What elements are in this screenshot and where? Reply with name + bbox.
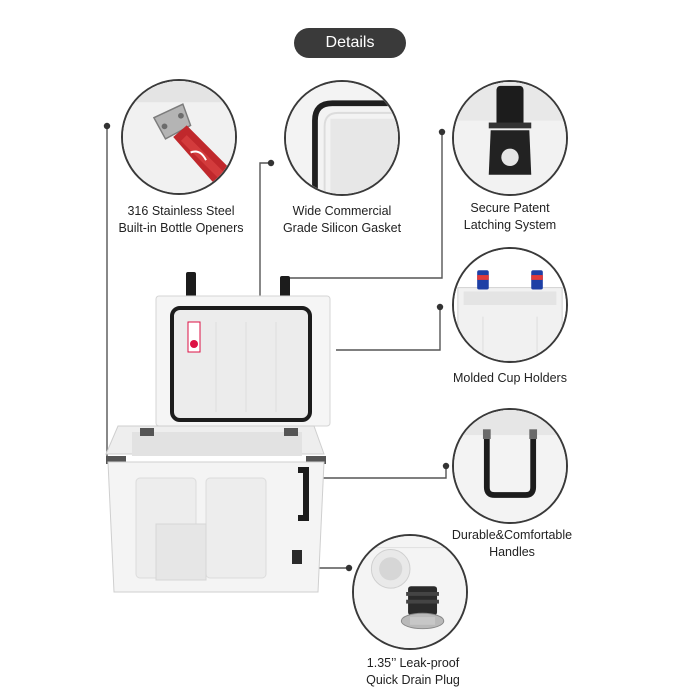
- handles-detail: [452, 408, 568, 524]
- details-heading: Details: [294, 28, 406, 58]
- bottle-opener-icon: [123, 81, 235, 193]
- caption-line: Handles: [489, 545, 535, 559]
- cup-holders-detail: [452, 247, 568, 363]
- caption-bottle-opener: 316 Stainless Steel Built-in Bottle Open…: [96, 203, 266, 237]
- latch-detail: [452, 80, 568, 196]
- cooler-illustration: [105, 272, 331, 593]
- caption-gasket: Wide Commercial Grade Silicon Gasket: [257, 203, 427, 237]
- caption-line: Wide Commercial: [292, 204, 392, 218]
- caption-line: Built-in Bottle Openers: [118, 221, 244, 235]
- latch-icon: [454, 82, 566, 194]
- cooler-image: [96, 266, 336, 606]
- caption-line: 1.35’’ Leak-proof: [366, 656, 460, 670]
- cup-holder-icon: [454, 249, 566, 361]
- caption-line: Secure Patent: [470, 201, 550, 215]
- caption-line: Quick Drain Plug: [366, 673, 460, 687]
- gasket-icon: [286, 82, 398, 194]
- caption-line: Grade Silicon Gasket: [282, 221, 402, 235]
- caption-line: Latching System: [463, 218, 557, 232]
- caption-latch: Secure Patent Latching System: [425, 200, 595, 234]
- caption-cup-holders: Molded Cup Holders: [425, 370, 595, 387]
- handle-icon: [454, 410, 566, 522]
- drain-plug-icon: [354, 536, 466, 648]
- gasket-detail: [284, 80, 400, 196]
- drain-plug-detail: [352, 534, 468, 650]
- caption-line: 316 Stainless Steel: [127, 204, 235, 218]
- bottle-opener-detail: [121, 79, 237, 195]
- caption-line: Molded Cup Holders: [453, 371, 567, 385]
- caption-handles: Durable&Comfortable Handles: [427, 527, 597, 561]
- caption-drain-plug: 1.35’’ Leak-proof Quick Drain Plug: [328, 655, 498, 689]
- caption-line: Durable&Comfortable: [451, 528, 573, 542]
